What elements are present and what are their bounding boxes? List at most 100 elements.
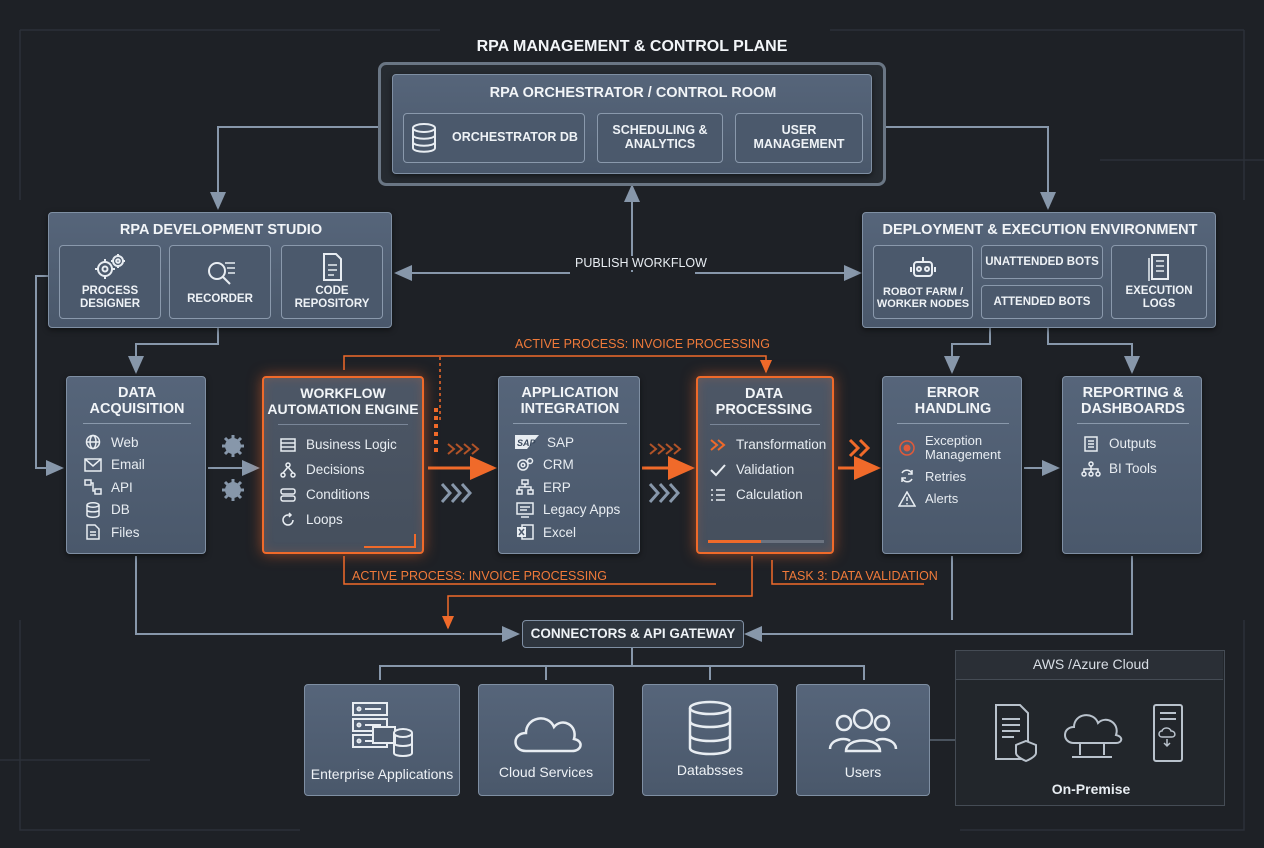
studio-title: RPA DEVELOPMENT STUDIO [119,222,323,238]
users[interactable]: Users [796,684,930,796]
code-repository[interactable]: CODE REPOSITORY [281,245,383,319]
list-item[interactable]: DB [83,499,145,522]
recorder[interactable]: RECORDER [169,245,271,319]
divider [710,424,820,425]
robot-farm[interactable]: ROBOT FARM / WORKER NODES [873,245,973,319]
user-management-label: USER MANAGEMENT [753,123,845,151]
list-item-label: Email [111,457,145,473]
data-processing-panel: DATA PROCESSING Transformation Validatio… [696,376,834,554]
list-item[interactable]: Alerts [897,488,1005,511]
list-item-label: Calculation [736,487,803,502]
api-icon [83,479,103,495]
decision-icon [278,461,298,478]
data-acquisition-panel: DATA ACQUISITION Web Email API DB Files [66,376,206,554]
list-item[interactable]: API [83,476,145,499]
processing-title: DATA PROCESSING [715,386,813,419]
cloud-services[interactable]: Cloud Services [478,684,614,796]
crm-icon [515,457,535,473]
enterprise-label: Enterprise Applications [310,766,454,782]
processing-list: Transformation Validation Calculation [708,432,826,507]
list-item[interactable]: BI Tools [1081,456,1157,481]
attended-bots[interactable]: ATTENDED BOTS [981,285,1103,319]
excel-icon [515,524,535,540]
orchestrator-db[interactable]: ORCHESTRATOR DB [403,113,585,163]
api-gateway[interactable]: CONNECTORS & API GATEWAY [522,620,744,648]
servers-icon [352,702,413,757]
checkmark-icon [708,462,728,478]
publish-workflow-label: PUBLISH WORKFLOW [572,256,710,270]
scheduling-analytics[interactable]: SCHEDULING & ANALYTICS [597,113,723,163]
list-item[interactable]: Web [83,431,145,454]
list-item[interactable]: Outputs [1081,431,1157,456]
progress-fill [708,540,762,543]
list-item[interactable]: Transformation [708,432,826,457]
gateway-label: CONNECTORS & API GATEWAY [530,625,736,641]
workflow-engine-panel: WORKFLOW AUTOMATION ENGINE Business Logi… [262,376,424,554]
list-item[interactable]: Legacy Apps [515,499,620,522]
list-item[interactable]: Calculation [708,482,826,507]
recorder-label: RECORDER [187,292,253,305]
development-studio-panel: RPA DEVELOPMENT STUDIO PROCESS DESIGNER … [48,212,392,328]
list-item[interactable]: Retries [897,465,1005,488]
cloud-services-label: Cloud Services [498,764,594,780]
active-process-bottom-label: ACTIVE PROCESS: INVOICE PROCESSING [352,569,607,583]
database-icon [688,700,732,756]
databases[interactable]: Databsses [642,684,778,796]
list-item[interactable]: ERP [515,476,620,499]
acquisition-list: Web Email API DB Files [83,431,145,544]
retry-icon [897,468,917,484]
list-item[interactable]: Validation [708,457,826,482]
outputs-icon [1081,435,1101,452]
list-item-label: ERP [543,479,571,495]
cloud-panel-title: AWS /Azure Cloud [1032,656,1150,672]
execution-logs-label: EXECUTION LOGS [1125,285,1193,310]
process-designer[interactable]: PROCESS DESIGNER [59,245,161,319]
list-item[interactable]: Email [83,454,145,477]
list-item[interactable]: Business Logic [278,432,397,457]
list-item[interactable]: Loops [278,507,397,532]
errors-list: Exception Management Retries Alerts [897,431,1005,510]
enterprise-applications[interactable]: Enterprise Applications [304,684,460,796]
robot-icon [910,256,936,277]
logic-icon [278,437,298,453]
users-icon [828,708,898,753]
robot-farm-label: ROBOT FARM / WORKER NODES [876,285,970,310]
alert-icon [897,490,917,507]
list-item[interactable]: SAP SAP [515,431,620,454]
reporting-title: REPORTING & DASHBOARDS [1081,385,1185,418]
divider [513,423,627,424]
orchestrator-db-label: ORCHESTRATOR DB [452,130,578,145]
list-item-label: API [111,479,133,495]
integration-list: SAP SAP CRM ERP Legacy Apps Excel [515,431,620,544]
list-item[interactable]: Excel [515,521,620,544]
list-item-label: Legacy Apps [543,502,621,518]
list-item[interactable]: Exception Management [897,431,1005,465]
list-item[interactable]: CRM [515,454,620,477]
error-handling-panel: ERROR HANDLING Exception Management Retr… [882,376,1022,554]
unattended-bots[interactable]: UNATTENDED BOTS [981,245,1103,279]
cloud-icon [514,717,582,753]
list-item-label: Exception Management [925,432,1001,462]
list-item-label: Web [111,434,139,450]
list-item-label: Decisions [306,462,365,477]
list-item[interactable]: Decisions [278,457,397,482]
execution-logs[interactable]: EXECUTION LOGS [1111,245,1207,319]
attended-bots-label: ATTENDED BOTS [993,295,1091,308]
user-management[interactable]: USER MANAGEMENT [735,113,863,163]
server-tower-icon [1153,704,1183,762]
cloud-monitor-icon [1064,714,1123,758]
list-item-label: SAP [547,434,575,450]
list-item[interactable]: Files [83,521,145,544]
on-premise-label: On-Premise [1051,781,1131,797]
list-item-label: Business Logic [306,437,397,452]
list-item-label: Files [111,524,140,540]
list-item-label: Alerts [925,491,959,507]
unattended-bots-label: UNATTENDED BOTS [985,255,1099,268]
progress-accent [364,534,416,548]
list-item-label: Outputs [1109,436,1157,451]
conditions-icon [278,487,298,503]
logs-icon [1148,254,1169,282]
svg-text:SAP: SAP [517,438,537,448]
list-item[interactable]: Conditions [278,482,397,507]
